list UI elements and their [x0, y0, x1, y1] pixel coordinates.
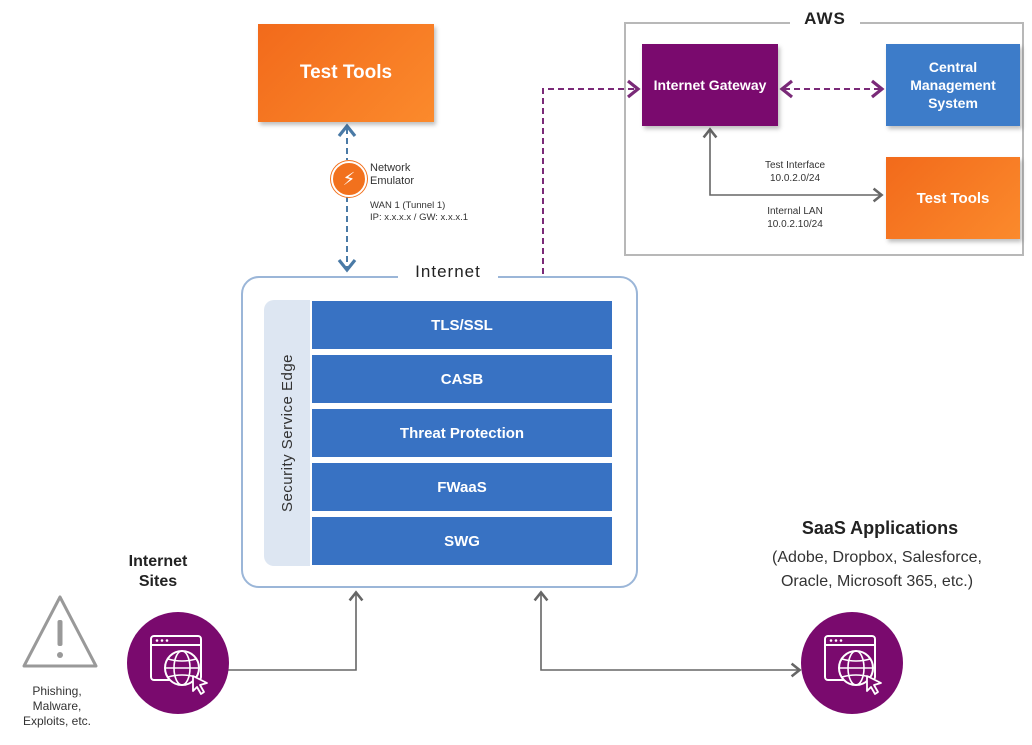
- aws-test-tools-box: Test Tools: [886, 157, 1020, 239]
- aws-title: AWS: [790, 9, 860, 29]
- internet-gateway-box: Internet Gateway: [642, 44, 778, 126]
- threat-label-line3: Exploits, etc.: [22, 714, 92, 728]
- emulator-label: Network Emulator: [370, 162, 414, 188]
- saas-subtitle-line2: Oracle, Microsoft 365, etc.): [780, 573, 974, 590]
- layer-threat-protection: Threat Protection: [312, 409, 612, 457]
- internal-lan-subnet: 10.0.2.10/24: [767, 219, 823, 230]
- sites-sse-link: [228, 590, 364, 671]
- layer-fwaas: FWaaS: [312, 463, 612, 511]
- test-interface-text: Test Interface: [764, 160, 826, 171]
- internal-lan-label: Internal LAN 10.0.2.10/24: [740, 205, 850, 231]
- layer-swg: SWG: [312, 517, 612, 565]
- saas-title: SaaS Applications: [801, 518, 959, 538]
- threat-label-line1: Phishing,: [32, 684, 82, 698]
- emulator-wan: WAN 1 (Tunnel 1): [370, 200, 446, 211]
- browser-globe-icon: [150, 635, 208, 695]
- threat-label: Phishing, Malware, Exploits, etc.: [12, 684, 102, 729]
- saas-circle: [801, 612, 903, 714]
- lightning-icon: ⚡: [331, 161, 367, 197]
- test-interface-subnet: 10.0.2.0/24: [769, 173, 821, 184]
- threat-label-line2: Malware,: [32, 699, 82, 713]
- sse-side-panel: [264, 300, 310, 566]
- internet-label: Internet: [398, 262, 498, 282]
- internet-sites-title-line2: Sites: [138, 573, 178, 590]
- emulator-wan-info: WAN 1 (Tunnel 1) IP: x.x.x.x / GW: x.x.x…: [370, 200, 468, 224]
- test-tools-box: Test Tools: [258, 24, 434, 122]
- emulator-label-line1: Network: [370, 162, 411, 174]
- internet-gateway-link: [542, 79, 641, 274]
- saas-subtitle: (Adobe, Dropbox, Salesforce, Oracle, Mic…: [722, 546, 1032, 594]
- internet-sites-title: Internet Sites: [108, 552, 208, 592]
- emulator-ip: IP: x.x.x.x / GW: x.x.x.1: [370, 212, 469, 223]
- layer-casb: CASB: [312, 355, 612, 403]
- internal-lan-text: Internal LAN: [767, 206, 823, 217]
- layer-tls-ssl: TLS/SSL: [312, 301, 612, 349]
- igw-testtools-link: [702, 127, 884, 203]
- browser-globe-icon: [824, 635, 882, 695]
- test-interface-label: Test Interface 10.0.2.0/24: [740, 159, 850, 185]
- emulator-label-line2: Emulator: [370, 175, 415, 187]
- saas-subtitle-line1: (Adobe, Dropbox, Salesforce,: [772, 549, 982, 566]
- saas-sse-link: [533, 590, 802, 678]
- central-management-box: Central Management System: [886, 44, 1020, 126]
- sse-side-label: Security Service Edge: [278, 353, 296, 513]
- internet-sites-title-line1: Internet: [128, 553, 188, 570]
- warning-icon: [22, 595, 98, 668]
- internet-sites-circle: [127, 612, 229, 714]
